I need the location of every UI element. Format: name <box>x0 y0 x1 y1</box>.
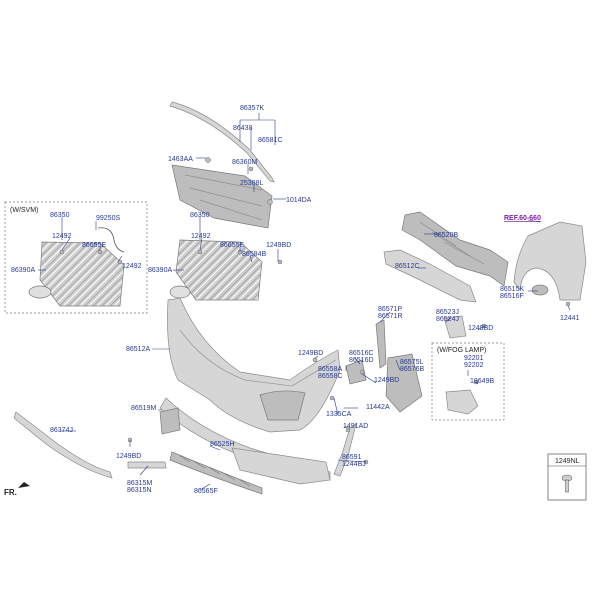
label-1249BD-right: 1249BD <box>374 377 399 384</box>
label-1249BD-mid: 1249BD <box>468 325 493 332</box>
label-12492-svm-a: 12492 <box>52 233 72 240</box>
side-bracket-part <box>375 319 387 369</box>
label-86512A: 86512A <box>126 346 150 353</box>
fender-bracket-part <box>531 284 549 296</box>
label-1249BD-left: 1249BD <box>116 453 141 460</box>
grille-part <box>175 239 263 301</box>
label-99250S: 99250S <box>96 215 120 222</box>
fog-lamp-part <box>445 389 479 415</box>
fog-lamp-option-box <box>431 342 505 421</box>
label-86558C: 86558C <box>318 373 343 380</box>
label-12492: 12492 <box>191 233 211 240</box>
label-86519M: 86519M <box>131 405 156 412</box>
label-86438: 86438 <box>233 125 253 132</box>
lower-strip-part <box>127 461 167 469</box>
label-25388L: 25388L <box>240 180 263 187</box>
label-86571R: 86571R <box>378 313 403 320</box>
label-86515K: 86515K <box>500 286 524 293</box>
fender-part <box>513 221 587 301</box>
support-bracket-part <box>345 359 367 385</box>
label-12492-svm-b: 12492 <box>122 263 142 270</box>
label-86581C: 86581C <box>258 137 283 144</box>
label-1491AD: 1491AD <box>343 423 368 430</box>
label-1244BJ: 1244BJ <box>342 461 366 468</box>
label-86575L: 86575L <box>400 359 423 366</box>
label-86315N: 86315N <box>127 487 152 494</box>
front-bumper-cover-part <box>167 297 341 433</box>
air-duct-part <box>385 353 423 413</box>
label-18649B: 18649B <box>470 378 494 385</box>
label-86591: 86591 <box>342 454 362 461</box>
label-86350: 86350 <box>190 212 210 219</box>
label-86565F: 86565F <box>194 488 218 495</box>
upper-grille-bracket-part <box>171 164 273 229</box>
emblem-svm-part <box>28 285 52 299</box>
label-1463AA: 1463AA <box>168 156 193 163</box>
screw-icon <box>561 474 573 493</box>
emblem-part <box>169 285 191 299</box>
label-92201: 92201 <box>464 355 484 362</box>
label-86655E: 86655E <box>220 242 244 249</box>
label-86390A: 86390A <box>148 267 172 274</box>
lower-reinforcement-part <box>383 249 477 303</box>
label-86576B: 86576B <box>400 366 424 373</box>
label-1249BD-center: 1249BD <box>298 350 323 357</box>
label-86523J: 86523J <box>436 309 459 316</box>
label-86390A-svm: 86390A <box>11 267 35 274</box>
lip-strip-part <box>13 411 113 479</box>
label-86571P: 86571P <box>378 306 402 313</box>
under-cover-part <box>169 451 263 495</box>
label-86350-svm: 86350 <box>50 212 70 219</box>
label-86374J: 86374J <box>50 427 73 434</box>
label-12441: 12441 <box>560 315 580 322</box>
front-arrow-icon <box>18 482 30 488</box>
label-86360M: 86360M <box>232 159 257 166</box>
mid-bracket-part <box>443 315 467 339</box>
ref-link-60-660[interactable]: REF.60-660 <box>504 215 541 222</box>
label-1014DA: 1014DA <box>286 197 312 204</box>
legend-box <box>547 453 587 501</box>
label-86516D: 86516D <box>349 357 374 364</box>
grille-svm-part <box>39 241 125 307</box>
label-86520B: 86520B <box>434 232 458 239</box>
fog-lamp-option-label: (W/FOG LAMP) <box>437 347 486 354</box>
label-86558A: 86558A <box>318 366 342 373</box>
label-86516F: 86516F <box>500 293 524 300</box>
svm-option-box <box>4 201 148 314</box>
svm-option-label: (W/SVM) <box>10 207 38 214</box>
upper-molding-part <box>169 101 275 183</box>
label-92202: 92202 <box>464 362 484 369</box>
skid-plate-part <box>231 447 331 485</box>
side-trim-part <box>333 423 357 477</box>
label-86357K: 86357K <box>240 105 264 112</box>
label-86516C: 86516C <box>349 350 374 357</box>
label-11442A: 11442A <box>366 404 390 411</box>
label-86524J: 86524J <box>436 316 459 323</box>
label-86315M: 86315M <box>127 480 152 487</box>
license-bracket-part <box>159 407 181 435</box>
label-1335CA: 1335CA <box>326 411 352 418</box>
energy-absorber-part <box>401 211 509 287</box>
legend-label-1249NL: 1249NL <box>555 458 580 465</box>
label-86525H: 86525H <box>210 441 235 448</box>
label-1249BD-grille: 1249BD <box>266 242 291 249</box>
front-direction-label: FR. <box>4 488 17 497</box>
label-86584B: 86584B <box>242 251 266 258</box>
label-86655E-svm: 86655E <box>82 242 106 249</box>
label-86512C: 86512C <box>395 263 420 270</box>
